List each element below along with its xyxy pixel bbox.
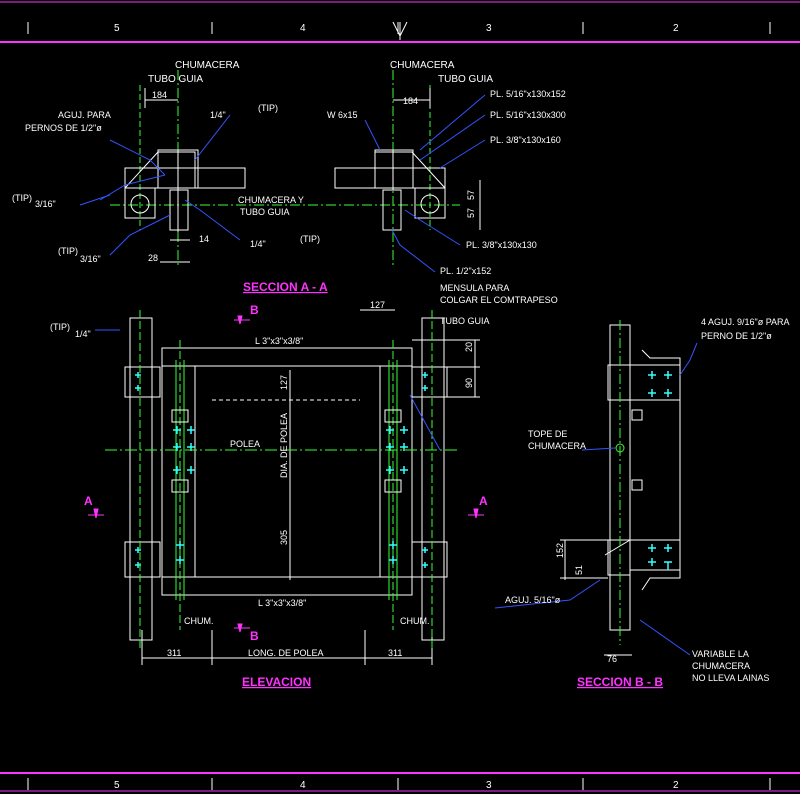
- weld-1-4-bottom: 1/4": [250, 239, 266, 249]
- tope-line1: TOPE DE: [528, 429, 567, 439]
- border-col-3-bottom: 3: [486, 780, 492, 791]
- dim-127-vert: 127: [279, 375, 289, 390]
- cl-center-line2: TUBO GUIA: [240, 207, 290, 217]
- border-col-4-bottom: 4: [300, 780, 306, 791]
- border-col-3-top: 3: [486, 23, 492, 34]
- dim-20: 20: [464, 342, 474, 352]
- cl-tubo-guia-left-label: TUBO GUIA: [148, 74, 203, 85]
- variable-line1: VARIABLE LA: [692, 649, 749, 659]
- elev-tip: (TIP): [50, 322, 70, 332]
- section-aa: CHUMACERA TUBO GUIA CHUMACERA TUBO GUIA …: [12, 60, 566, 305]
- elevacion: B B A A (TIP) 1/4" 127 TUBO GUIA L 3"x3"…: [50, 300, 601, 689]
- dim-305: 305: [279, 530, 289, 545]
- tip-top: (TIP): [258, 103, 278, 113]
- w-6x15-label: W 6x15: [327, 110, 358, 120]
- mensula-line1: MENSULA PARA: [440, 283, 509, 293]
- tip-left: (TIP): [12, 193, 32, 203]
- bb-aguj-line1: 4 AGUJ. 9/16"ø PARA: [701, 317, 790, 327]
- border-col-4-top: 4: [300, 23, 306, 34]
- dim-14: 14: [199, 234, 209, 244]
- dim-28: 28: [148, 253, 158, 263]
- long-polea-label: LONG. DE POLEA: [248, 648, 324, 658]
- aguj-5-16-label: AGUJ. 5/16"ø: [505, 595, 561, 605]
- elev-weld-1-4: 1/4": [75, 329, 91, 339]
- section-bb-title: SECCION B - B: [577, 675, 663, 689]
- border-col-2-bottom: 2: [673, 780, 679, 791]
- aguj-para-line2: PERNOS DE 1/2"ø: [25, 123, 102, 133]
- cl-chumacera-right-label: CHUMACERA: [390, 60, 455, 71]
- dim-127-top: 127: [370, 300, 385, 310]
- aguj-para-line1: AGUJ. PARA: [58, 110, 111, 120]
- dim-57a: 57: [466, 208, 476, 218]
- elevacion-title: ELEVACION: [242, 675, 311, 689]
- pl-1-2-152: PL. 1/2"x152: [440, 266, 491, 276]
- border-col-5-bottom: 5: [114, 780, 120, 791]
- tip-bottom: (TIP): [300, 234, 320, 244]
- weld-1-4-top: 1/4": [210, 110, 226, 120]
- dim-184-right: 184: [403, 96, 418, 106]
- chum-left-label: CHUM.: [184, 616, 214, 626]
- weld-3-16-a: 3/16": [35, 199, 56, 209]
- dim-311-right: 311: [388, 648, 402, 658]
- cl-center-line1: CHUMACERA Y: [238, 195, 304, 205]
- pl-3-8-130: PL. 3/8"x130x130: [466, 240, 537, 250]
- bb-aguj-line2: PERNO DE 1/2"ø: [701, 331, 772, 341]
- dim-76: 76: [607, 654, 617, 664]
- dim-184-left: 184: [152, 90, 167, 100]
- dim-311-left: 311: [167, 648, 181, 658]
- cl-tubo-guia-right-label: TUBO GUIA: [438, 74, 493, 85]
- border-col-5-top: 5: [114, 23, 120, 34]
- section-aa-title: SECCION A - A: [243, 280, 328, 294]
- mensula-line2: COLGAR EL COMTRAPESO: [440, 295, 558, 305]
- border-col-2-top: 2: [673, 23, 679, 34]
- angle-top-label: L 3"x3"x3/8": [255, 336, 303, 346]
- tip-left-bottom: (TIP): [58, 246, 78, 256]
- pl-5-16-152: PL. 5/16"x130x152: [490, 89, 566, 99]
- cl-polea-label: POLEA: [230, 439, 260, 449]
- elev-cl-tubo-guia: TUBO GUIA: [440, 316, 490, 326]
- chum-right-label: CHUM.: [400, 616, 430, 626]
- marker-b-bottom: B: [250, 629, 259, 643]
- variable-line3: NO LLEVA LAINAS: [692, 673, 769, 683]
- pl-3-8-160: PL. 3/8"x130x160: [490, 135, 561, 145]
- tope-line2: CHUMACERA: [528, 441, 586, 451]
- cl-chumacera-left-label: CHUMACERA: [175, 60, 240, 71]
- marker-a-left: A: [84, 494, 93, 508]
- section-bb: 4 AGUJ. 9/16"ø PARA PERNO DE 1/2"ø TOPE …: [505, 317, 790, 689]
- dia-polea-label: DIA. DE POLEA: [279, 413, 289, 478]
- dim-152: 152: [555, 543, 565, 558]
- dim-90: 90: [464, 378, 474, 388]
- weld-3-16-b: 3/16": [80, 254, 101, 264]
- bolt-pattern: [135, 372, 428, 568]
- marker-b-top: B: [250, 303, 259, 317]
- variable-line2: CHUMACERA: [692, 661, 750, 671]
- dim-51: 51: [574, 565, 584, 575]
- marker-a-right: A: [479, 494, 488, 508]
- pl-5-16-300: PL. 5/16"x130x300: [490, 110, 566, 120]
- dim-57b: 57: [466, 190, 476, 200]
- angle-bottom-label: L 3"x3"x3/8": [258, 598, 306, 608]
